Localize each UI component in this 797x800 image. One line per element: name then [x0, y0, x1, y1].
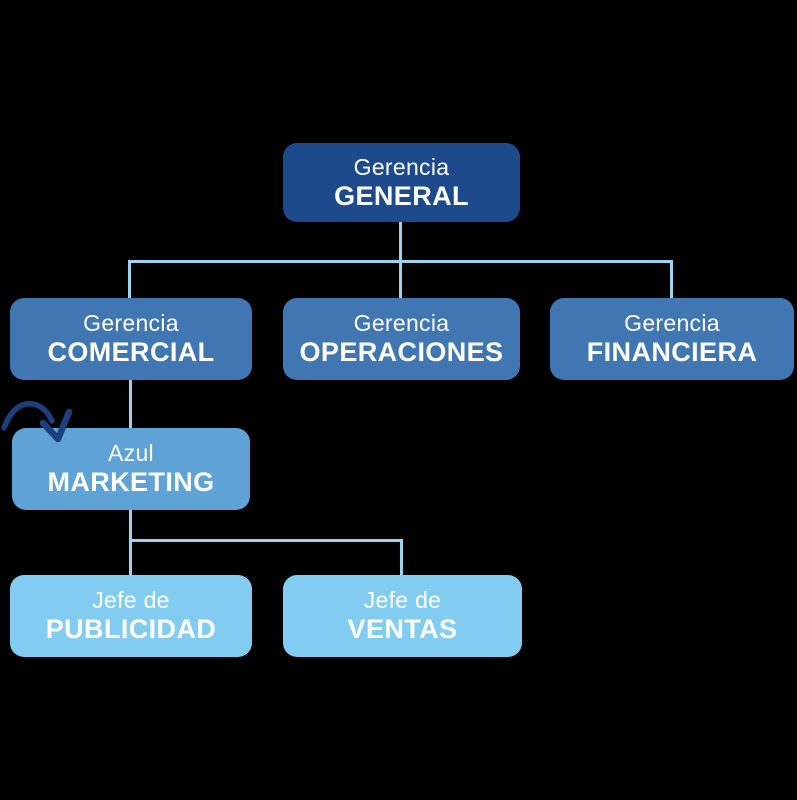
connector-comercial-marketing: [129, 380, 132, 428]
org-node-gerencia-operaciones: Gerencia OPERACIONES: [283, 298, 520, 380]
node-label-bottom: MARKETING: [47, 467, 215, 497]
node-label-bottom: COMERCIAL: [47, 337, 215, 367]
connector-level4-horizontal: [129, 539, 403, 542]
org-node-gerencia-financiera: Gerencia FINANCIERA: [550, 298, 794, 380]
org-node-azul-marketing: Azul MARKETING: [12, 428, 250, 510]
node-label-bottom: FINANCIERA: [586, 337, 758, 367]
node-label-bottom: OPERACIONES: [299, 337, 504, 367]
node-label-bottom: PUBLICIDAD: [45, 614, 217, 644]
node-label-top: Jefe de: [92, 587, 170, 613]
org-node-gerencia-general: Gerencia GENERAL: [283, 143, 520, 222]
node-label-top: Gerencia: [624, 310, 720, 336]
connector-drop-financiera: [670, 260, 673, 298]
node-label-bottom: VENTAS: [347, 614, 458, 644]
org-node-gerencia-comercial: Gerencia COMERCIAL: [10, 298, 252, 380]
connector-drop-operaciones: [399, 260, 402, 298]
connector-general-stem: [399, 222, 402, 263]
org-node-jefe-publicidad: Jefe de PUBLICIDAD: [10, 575, 252, 657]
node-label-top: Jefe de: [363, 587, 442, 613]
connector-drop-comercial: [128, 260, 131, 298]
org-node-jefe-ventas: Jefe de VENTAS: [283, 575, 522, 657]
node-label-top: Gerencia: [353, 153, 450, 180]
node-label-top: Gerencia: [83, 310, 179, 336]
node-label-bottom: GENERAL: [334, 180, 469, 211]
connector-marketing-publicidad: [129, 510, 132, 575]
node-label-top: Gerencia: [353, 310, 450, 336]
curved-arrow-icon: [0, 397, 85, 453]
connector-drop-ventas: [400, 539, 403, 575]
node-label-top: Azul: [108, 440, 154, 466]
